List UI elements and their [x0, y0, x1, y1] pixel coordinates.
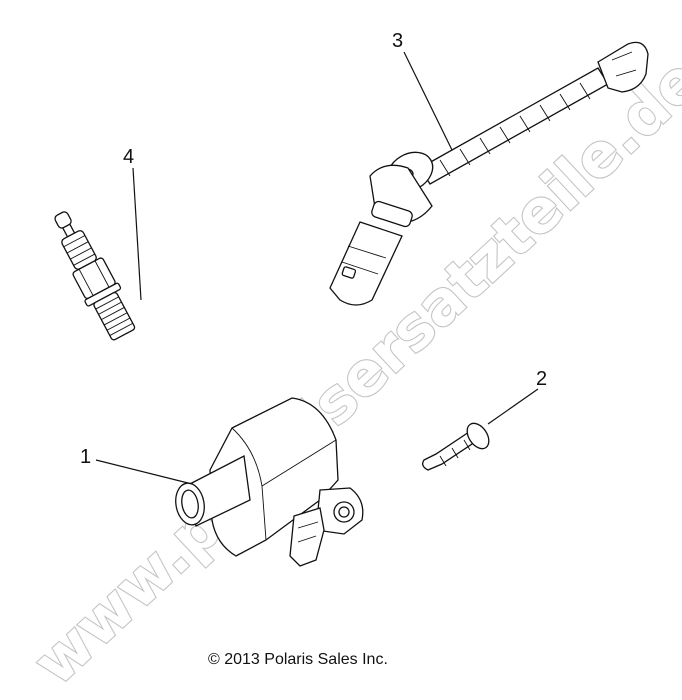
- leader-line-3: [403, 51, 453, 151]
- callout-1: 1: [80, 446, 91, 468]
- bolt: [422, 422, 490, 471]
- watermark: www.polarisersatzteile.de: [20, 45, 682, 699]
- spark-plug: [54, 211, 136, 341]
- leader-line-2: [487, 388, 539, 425]
- copyright-notice: © 2013 Polaris Sales Inc.: [208, 651, 388, 668]
- leader-line-4: [132, 167, 142, 301]
- callout-3: 3: [392, 30, 403, 52]
- ignition-coil: [175, 397, 364, 567]
- spark-plug-wire: [329, 41, 649, 306]
- callout-2: 2: [536, 368, 547, 390]
- callout-4: 4: [123, 146, 134, 168]
- leader-line-1: [95, 459, 193, 485]
